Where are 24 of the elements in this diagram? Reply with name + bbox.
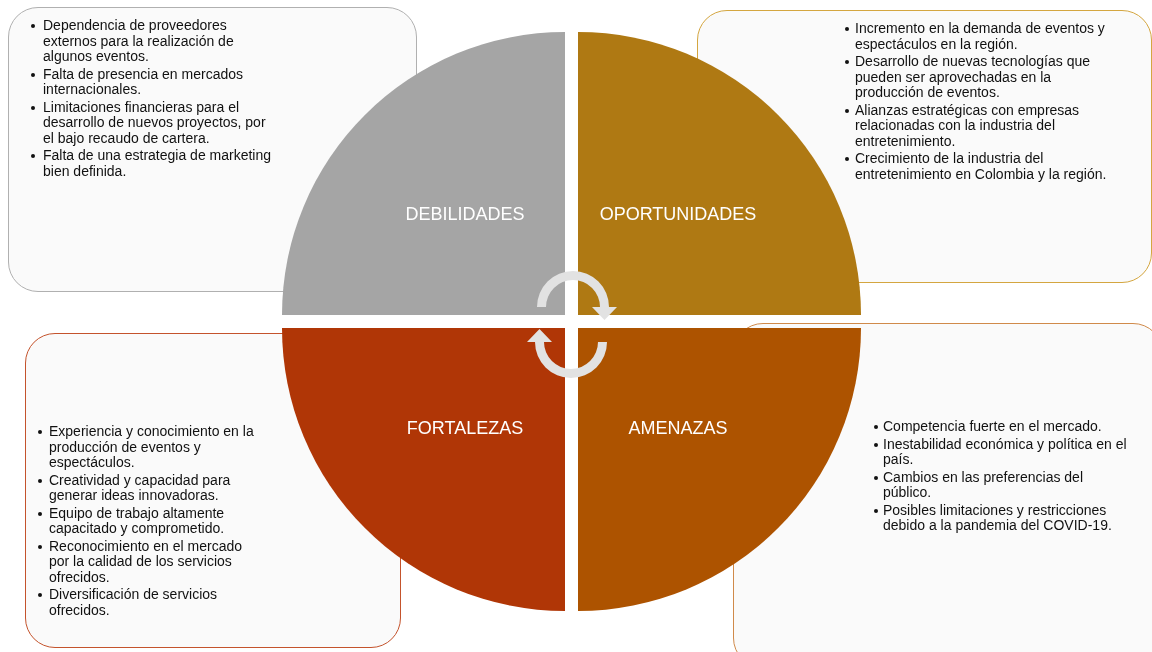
quadrant-label: AMENAZAS [628,417,728,439]
bullet-text: Diversificación de servicios ofrecidos. [49,586,218,618]
bullet-text: Crecimiento de la industria del entretenimiento en Colombia y la región. [855,150,1107,182]
bullet-text: Competencia fuerte en el mercado. [883,418,1102,434]
bullet-text: Inestabilidad económica y política en el país. [883,435,1127,467]
bullet-text: Alianzas estratégicas con empresas relacionadas con la industria del entretenimiento. [855,101,1080,149]
bullet-text: Dependencia de proveedores externos para la realización de algunos eventos. [43,17,234,64]
quadrant-segment [282,32,565,315]
bullet-text: Limitaciones financieras para el desarrollo de nuevos proyectos, por el bajo recaudo de cartera. [43,98,266,146]
bullet-text: Incremento en la demanda de eventos y espectáculos en la región. [855,20,1105,52]
bullet-text: Reconocimiento en el mercado por la calidad de los servicios ofrecidos. [49,537,242,585]
quadrant-label: OPORTUNIDADES [599,203,757,225]
bullet-text: Desarrollo de nuevas tecnologías que pueden ser aprovechadas en la producción de eventos. [855,53,1091,100]
quadrant-label: DEBILIDADES [405,203,525,225]
quadrant-segment [282,328,565,611]
bullet-text: Falta de una estrategia de marketing bien definida. [43,147,272,179]
quadrant-label: FORTALEZAS [406,417,524,439]
bullet-text: Creatividad y capacidad para generar ideas innovadoras. [49,471,231,503]
quadrant-segment [578,328,861,611]
bullet-text: Equipo de trabajo altamente capacitado y comprometido. [49,504,225,536]
bullet-text: Experiencia y conocimiento en la producción de eventos y espectáculos. [49,423,254,470]
bullet-text: Posibles limitaciones y restricciones debido a la pandemia del COVID-19. [883,501,1112,533]
bullet-text: Cambios en las preferencias del público. [883,468,1083,500]
bullet-text: Falta de presencia en mercados internacionales. [43,65,243,97]
